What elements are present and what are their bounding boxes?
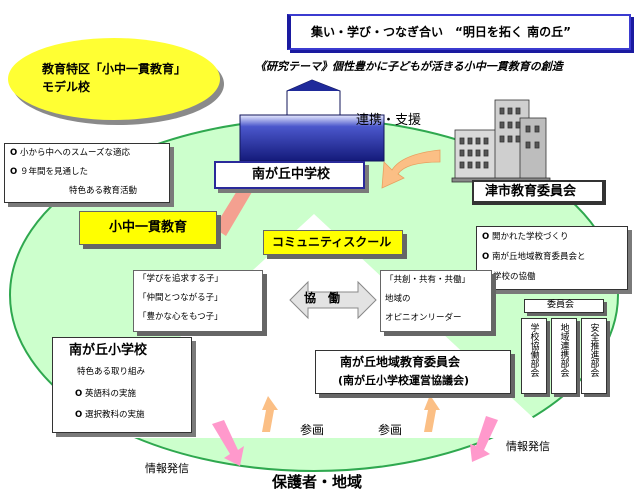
committee-col-3: 安全推進部会 [581,318,607,394]
opinion-line3: オピニオンリーダー [385,313,462,323]
participation-arrow-left [262,396,278,432]
open-school-box: O 開かれた学校づくり O 南が丘地域教育委員会と 学校の協働 [476,226,628,290]
opinion-line2: 地域の [385,294,411,304]
bullet-icon: O [75,389,83,399]
badge-line1: 教育特区「小中一貫教育」 [42,62,187,76]
community-school-box: コミュニティスクール [263,230,403,255]
local-board-box: 南が丘地域教育委員会 (南が丘小学校運営協議会) [315,350,511,394]
kyodo-label: 協 働 [304,291,341,305]
sankaku-right: 参画 [378,423,403,437]
local-board-line1: 南が丘地域教育委員会 [340,355,461,369]
bullet-icon: O [10,148,18,158]
opinion-line1: 「共創・共有・共働」 [385,275,471,285]
model-school-badge: 教育特区「小中一貫教育」 モデル校 [8,38,220,120]
info-right: 情報発信 [506,440,550,453]
info-left: 情報発信 [145,462,189,475]
renkei-label: 連携・支援 [356,113,422,128]
middle-school-box: 南が丘中学校 [214,161,365,189]
child-goals-box: 「学びを追求する子」 「仲間とつながる子」 「豊かな心をもつ子」 [133,270,263,332]
bottom-label: 保護者・地域 [272,473,363,491]
bullet-icon: O [482,232,490,242]
bullet-icon: O [75,410,83,420]
shochu-ikkan-box: 小中一貫教育 [79,211,217,245]
open-school-item-2: O 南が丘地域教育委員会と [482,252,586,262]
support-arrow [381,149,441,189]
bullet-icon: O [482,252,490,262]
middle-school-name: 南が丘中学校 [252,167,331,182]
committee-head: 委員会 [524,299,604,313]
committee-head-label: 委員会 [547,300,575,310]
committee-col-1-label: 学校協働部会 [528,323,539,377]
primary-school-box: 南が丘小学校 特色ある取り組み O 英語科の実施 O 選択教科の実施 [52,337,192,433]
info-arrow-right [470,416,498,462]
local-board-line2: (南が丘小学校運営協議会) [338,374,470,387]
features-item-1: O 小から中へのスムーズな適応 [10,148,131,158]
committee-col-2: 地域連携部会 [551,318,577,394]
tsu-board-box: 津市教育委員会 [472,180,606,205]
office-building-icon [451,99,551,183]
child-goal-3: 「豊かな心をもつ子」 [138,312,223,322]
primary-item-1: O 英語科の実施 [75,389,136,399]
middle-school-building [239,114,385,162]
sankaku-left: 参画 [300,423,325,437]
collaboration-arrow [289,280,377,320]
primary-school-subtitle: 特色ある取り組み [77,367,146,377]
badge-line2: モデル校 [42,80,91,94]
features-item-2: O ９年間を見通した [10,167,88,177]
features-box: O 小から中へのスムーズな適応 O ９年間を見通した 特色ある教育活動 [4,143,170,203]
open-school-item-1: O 開かれた学校づくり [482,232,569,242]
research-theme: 《研究テーマ》個性豊かに子どもが活きる小中一貫教育の創造 [255,60,563,73]
committee-col-3-label: 安全推進部会 [588,323,599,377]
bullet-icon: O [10,167,18,177]
child-goal-2: 「仲間とつながる子」 [138,293,223,303]
tsu-board-name: 津市教育委員会 [485,184,577,199]
community-school-title: コミュニティスクール [272,235,392,249]
committee-col-1: 学校協働部会 [521,318,547,394]
participation-arrow-right [424,395,440,432]
slogan-text: 集い・学び・つなぎ合い “明日を拓く 南の丘” [311,25,571,39]
child-goal-1: 「学びを追求する子」 [138,274,224,284]
committee-col-2-label: 地域連携部会 [558,323,569,377]
opinion-leader-box: 「共創・共有・共働」 地域の オピニオンリーダー [380,270,492,332]
up-arrow-to-middle-school [214,176,262,236]
primary-school-name: 南が丘小学校 [69,343,148,358]
features-item-3: 特色ある教育活動 [69,186,138,196]
building-roof-top [287,80,340,91]
info-arrow-left [212,420,244,466]
slogan-box: 集い・学び・つなぎ合い “明日を拓く 南の丘” [287,14,631,50]
primary-item-2: O 選択教科の実施 [75,410,145,420]
shochu-ikkan-title: 小中一貫教育 [109,220,188,235]
open-school-item-3: 学校の協働 [493,272,536,282]
